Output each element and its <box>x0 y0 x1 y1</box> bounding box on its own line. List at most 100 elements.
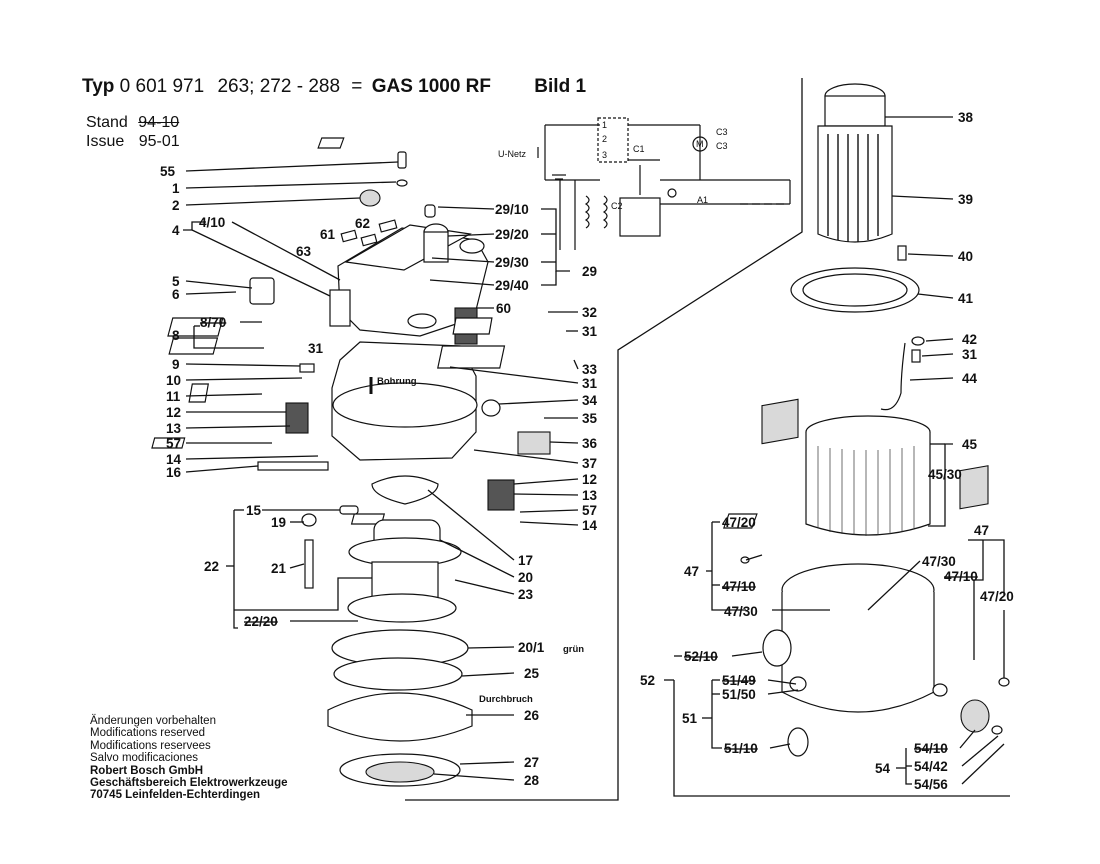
typ-number: 0 601 971 <box>119 76 205 97</box>
variant-numbers: 263; 272 - 288 <box>217 76 341 97</box>
part-label-47: 47 <box>684 564 699 579</box>
part-label-27: 27 <box>524 755 539 770</box>
cartridge-filter <box>805 432 931 536</box>
filter-block <box>619 197 661 237</box>
part-label-45: 45 <box>962 437 978 452</box>
hook-wire <box>880 342 906 411</box>
part-label-37: 37 <box>582 456 597 471</box>
brush-holder <box>487 479 515 511</box>
tank-body <box>781 592 935 713</box>
part-label-47: 47 <box>974 523 989 538</box>
note-line: Salvo modificaciones <box>90 752 199 765</box>
part-label-61: 61 <box>320 227 336 242</box>
switch-block <box>597 117 629 163</box>
washer-part <box>396 179 408 187</box>
part-label-47-30: 47/30 <box>724 604 758 619</box>
part-label-36: 36 <box>582 436 598 451</box>
part-label-51-50: 51/50 <box>722 687 756 702</box>
caster-mount <box>932 683 948 697</box>
heatsink-part <box>517 431 551 455</box>
part-label-20: 20 <box>518 570 533 585</box>
housing-boss <box>407 313 437 329</box>
spring-part <box>350 513 386 525</box>
sheet-header: Typ 0 601 971 263; 272 - 288 = GAS 1000 … <box>82 76 586 98</box>
plate-part <box>317 137 345 149</box>
part-label-12: 12 <box>166 405 181 420</box>
terminal-block <box>167 317 224 337</box>
screw-part <box>911 349 921 363</box>
part-label-33: 33 <box>582 362 598 377</box>
part-label-40: 40 <box>958 249 973 264</box>
part-label-62: 62 <box>355 216 370 231</box>
capacitor-label: C3 <box>716 141 728 151</box>
part-label-8: 8 <box>172 328 180 343</box>
part-label-19: 19 <box>271 515 286 530</box>
mounting-ring-inner <box>802 273 908 307</box>
cable-part <box>257 461 329 471</box>
part-label-10: 10 <box>166 373 181 388</box>
part-label-29-20: 29/20 <box>495 227 529 242</box>
part-label-31: 31 <box>962 347 978 362</box>
part-label-47-20: 47/20 <box>980 589 1014 604</box>
part-label-51-10: 51/10 <box>724 741 758 756</box>
housing-port <box>423 231 449 263</box>
float-cage <box>333 657 463 691</box>
part-label-44: 44 <box>962 371 978 386</box>
label-plate <box>360 233 378 247</box>
spring-part <box>897 245 907 261</box>
part-label-9: 9 <box>172 357 180 372</box>
bohrung-note: Bohrung <box>377 376 417 387</box>
part-label-4-10: 4/10 <box>199 215 225 230</box>
stand-line: Stand 94-10 <box>86 114 179 132</box>
part-label-54-10: 54/10 <box>914 741 948 756</box>
part-label-35: 35 <box>582 411 598 426</box>
company-line: Geschäftsbereich Elektrowerkzeuge <box>90 777 288 790</box>
section-separator-line <box>405 78 803 801</box>
filter-pad <box>365 761 435 783</box>
tank-assembly <box>723 83 1010 757</box>
note-line: Modifications reserved <box>90 727 206 740</box>
screw-part <box>998 677 1010 687</box>
note-line: Änderungen vorbehalten <box>90 715 216 727</box>
part-label-42: 42 <box>962 332 977 347</box>
part-labels: 55 1 2 4 4/10 62 61 63 5 6 8 8/70 31 9 1… <box>160 110 1014 792</box>
capacitor-label: C3 <box>716 127 728 137</box>
choke-coil <box>602 195 608 229</box>
switch-pin-label: 2 <box>602 134 607 144</box>
part-label-15: 15 <box>246 503 262 518</box>
note-line: Modifications reservees <box>90 739 211 752</box>
part-label-6: 6 <box>172 287 180 302</box>
part-label-32: 32 <box>582 305 597 320</box>
part-label-45-30: 45/30 <box>928 467 962 482</box>
part-label-47-20: 47/20 <box>722 515 756 530</box>
capacitor-label: C1 <box>633 144 645 154</box>
issue-line: Issue 95-01 <box>86 133 180 151</box>
gruen-note: grün <box>563 644 584 655</box>
screw-part <box>991 725 1003 735</box>
equals-sign: = <box>351 76 363 97</box>
switch-pin-label: 1 <box>602 120 607 130</box>
part-label-47-10: 47/10 <box>944 569 978 584</box>
part-label-54: 54 <box>875 761 891 776</box>
brush-holder <box>285 402 309 434</box>
mains-label: U-Netz <box>498 149 527 159</box>
label-plate <box>378 219 398 233</box>
part-label-4: 4 <box>172 223 180 238</box>
caster-mount <box>789 676 807 692</box>
cover-part <box>188 383 209 403</box>
part-label-31: 31 <box>308 341 324 356</box>
part-label-29-10: 29/10 <box>495 202 529 217</box>
caster-wheel <box>787 727 809 757</box>
latch-part <box>761 398 799 445</box>
part-label-8-70: 8/70 <box>200 315 226 330</box>
cap-part <box>424 204 436 218</box>
filter-cage <box>817 125 893 243</box>
motor-head-assembly: Bohrung Durchbruch <box>151 137 551 787</box>
motor-label: M <box>696 139 704 149</box>
part-label-57: 57 <box>582 503 597 518</box>
part-label-28: 28 <box>524 773 540 788</box>
part-label-54-56: 54/56 <box>914 777 948 792</box>
stand-label: Stand <box>86 114 128 131</box>
